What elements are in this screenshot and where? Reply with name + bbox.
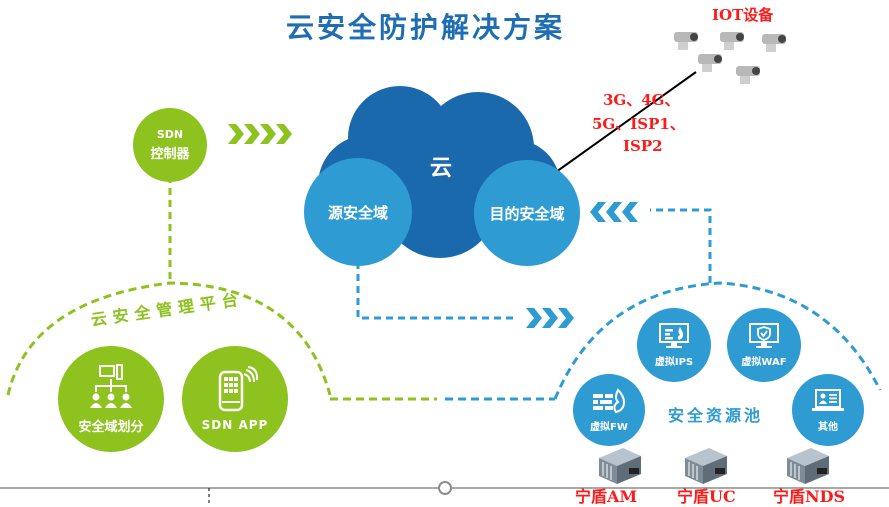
pool-item-virtual-ips[interactable]: 虚拟IPS: [637, 308, 711, 382]
link-type-line3: ISP2: [623, 137, 663, 155]
platform-item-sdn-app[interactable]: SDN APP: [182, 346, 288, 452]
pool-item-other[interactable]: 其他: [792, 374, 864, 446]
server-icon: [685, 448, 727, 484]
pool-item-label: 虚拟WAF: [741, 357, 787, 368]
forward-chevrons-blue: [526, 308, 574, 328]
monitor-firewall-icon: [659, 323, 689, 348]
camera-icon: [698, 54, 722, 72]
server-icon: [787, 448, 829, 484]
sdn-controller-node[interactable]: SDN 控制器: [133, 108, 207, 182]
pool-item-virtual-waf[interactable]: 虚拟WAF: [727, 308, 801, 382]
camera-icon: [736, 66, 760, 84]
iot-label: IOT设备: [712, 6, 774, 24]
dest-domain-node[interactable]: 目的安全域: [474, 160, 580, 266]
smartphone-signal-icon: [218, 366, 258, 412]
camera-icon: [674, 32, 698, 50]
iot-cameras: [668, 28, 798, 96]
device-label-nds: 宁盾NDS: [773, 487, 846, 506]
device-label-uc: 宁盾UC: [677, 487, 736, 506]
resource-pool-label: 安全资源池: [668, 406, 764, 425]
source-to-pool-line: [356, 262, 518, 320]
camera-icon: [720, 32, 744, 50]
server-nds[interactable]: [781, 446, 833, 486]
page-title: 云安全防护解决方案: [286, 11, 566, 44]
pool-item-virtual-fw[interactable]: 虚拟FW: [573, 374, 645, 446]
pool-item-label: 虚拟FW: [590, 421, 628, 433]
link-type-line2: 5G、ISP1、: [592, 115, 685, 133]
back-chevrons-blue: [590, 202, 638, 222]
monitor-shield-icon: [749, 323, 779, 348]
iot-link-line: [555, 71, 697, 173]
sdn-controller-line1: SDN: [156, 128, 184, 141]
platform-item-domain-division[interactable]: 安全域划分: [58, 346, 164, 452]
platform-item-label: 安全域划分: [78, 419, 144, 435]
source-domain-label: 源安全域: [327, 203, 388, 222]
dest-domain-label: 目的安全域: [489, 204, 565, 223]
server-uc[interactable]: [679, 446, 731, 486]
pool-arc: [553, 281, 882, 400]
guide-handle[interactable]: [438, 481, 452, 495]
firewall-icon: [593, 387, 626, 413]
pool-item-label: 其他: [818, 421, 838, 433]
org-chart-icon: [90, 363, 132, 408]
platform-item-label: SDN APP: [201, 418, 269, 432]
device-label-am: 宁盾AM: [575, 487, 638, 506]
link-type-line1: 3G、4G、: [603, 91, 680, 109]
server-icon: [599, 448, 641, 484]
cloud-label: 云: [430, 156, 453, 181]
laptop-profile-icon: [812, 388, 844, 411]
source-domain-node[interactable]: 源安全域: [304, 158, 412, 266]
camera-icon: [762, 34, 786, 52]
platform-arc: [6, 281, 332, 396]
sdn-controller-line2: 控制器: [150, 147, 190, 162]
server-am[interactable]: [593, 446, 645, 486]
pool-to-dest-line: [650, 208, 712, 283]
forward-chevrons-green: [228, 124, 292, 144]
pool-item-label: 虚拟IPS: [654, 357, 694, 368]
